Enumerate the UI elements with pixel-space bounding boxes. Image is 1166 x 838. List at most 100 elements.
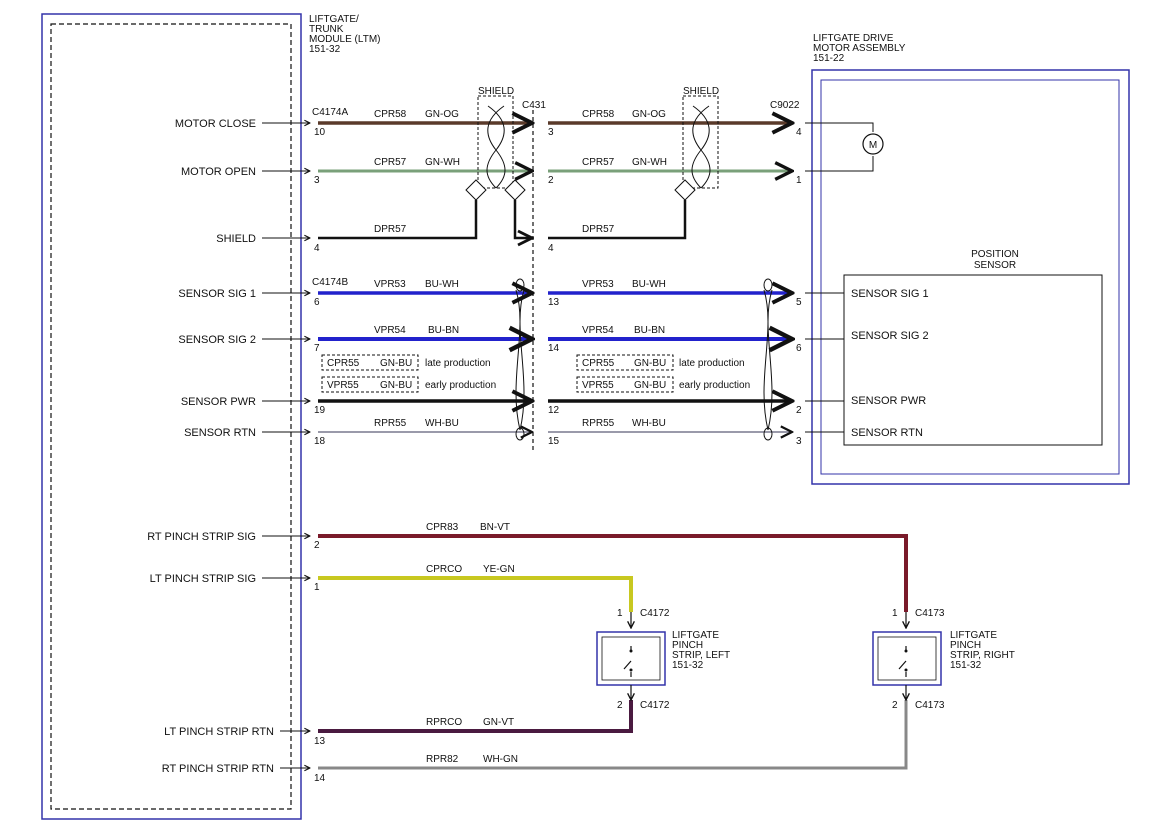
pin-label: 2 bbox=[617, 700, 623, 711]
wire-color: BU-BN bbox=[634, 325, 665, 336]
wire-circuit: RPRCO bbox=[426, 717, 462, 728]
signal-motor-open: MOTOR OPEN bbox=[181, 166, 256, 178]
connector-c4174b: C4174B bbox=[312, 277, 348, 288]
variant-note: late production bbox=[679, 358, 745, 369]
ltm-title-1: LIFTGATE/ bbox=[309, 14, 359, 25]
label-stubs bbox=[262, 123, 310, 768]
ltm-module: LIFTGATE/ TRUNK MODULE (LTM) 151-32 bbox=[41, 13, 380, 820]
variant-circuit: CPR55 bbox=[582, 358, 615, 369]
pinch-right-title-4: 151-32 bbox=[950, 660, 982, 671]
variant-note: early production bbox=[679, 380, 750, 391]
pin-label: 2 bbox=[314, 540, 320, 551]
wire-color: YE-GN bbox=[483, 564, 515, 575]
wire-circuit: DPR57 bbox=[374, 224, 407, 235]
pin-label: 1 bbox=[617, 608, 623, 619]
connector-c4173-top: C4173 bbox=[915, 608, 945, 619]
pwr-variants-right: CPR55 GN-BU late production VPR55 GN-BU … bbox=[576, 354, 750, 393]
wire-circuit: RPR82 bbox=[426, 754, 459, 765]
wire-color: WH-GN bbox=[483, 754, 518, 765]
pin-label: 15 bbox=[548, 436, 560, 447]
shield-right: SHIELD bbox=[674, 86, 719, 201]
pin-label: 19 bbox=[314, 405, 326, 416]
wire-labels-right: CPR58 GN-OG CPR57 GN-WH DPR57 VPR53 BU-W… bbox=[582, 109, 667, 429]
motor-title-3: 151-22 bbox=[813, 53, 845, 64]
pwr-variants-left: CPR55 GN-BU late production VPR55 GN-BU … bbox=[321, 354, 496, 393]
pinch-wire-labels: CPR83 BN-VT CPRCO YE-GN RPRCO GN-VT RPR8… bbox=[426, 522, 518, 765]
variant-circuit: VPR55 bbox=[327, 380, 359, 391]
pinch-right-title-1: LIFTGATE bbox=[950, 630, 997, 641]
variant-circuit: VPR55 bbox=[582, 380, 614, 391]
ltm-title-3: MODULE (LTM) bbox=[309, 34, 380, 45]
connector-c431-group: C431 3 2 4 13 14 12 15 bbox=[522, 100, 560, 450]
variant-note: early production bbox=[425, 380, 496, 391]
wire-circuit: CPR83 bbox=[426, 522, 459, 533]
pinch-left-title-1: LIFTGATE bbox=[672, 630, 719, 641]
pin-label: 14 bbox=[548, 343, 560, 354]
connector-c4172-top: C4172 bbox=[640, 608, 670, 619]
wire-circuit: VPR53 bbox=[582, 279, 614, 290]
sensor-pin-label: SENSOR SIG 2 bbox=[851, 330, 929, 342]
pin-label: 10 bbox=[314, 127, 326, 138]
pin-label: 6 bbox=[796, 343, 802, 354]
pin-label: 3 bbox=[548, 127, 554, 138]
pin-label: 1 bbox=[314, 582, 320, 593]
variant-color: GN-BU bbox=[634, 380, 666, 391]
shield-label: SHIELD bbox=[478, 86, 514, 97]
motor-title-1: LIFTGATE DRIVE bbox=[813, 33, 894, 44]
wire-circuit: RPR55 bbox=[374, 418, 407, 429]
pin-label: 2 bbox=[548, 175, 554, 186]
pinch-right-title-3: STRIP, RIGHT bbox=[950, 650, 1015, 661]
wire-color: BU-WH bbox=[632, 279, 666, 290]
wire-color: WH-BU bbox=[632, 418, 666, 429]
pin-label: 1 bbox=[892, 608, 898, 619]
pin-label: 14 bbox=[314, 773, 326, 784]
switch-icon bbox=[623, 646, 632, 677]
signal-rt-pinch-sig: RT PINCH STRIP SIG bbox=[147, 531, 256, 543]
pin-label: 3 bbox=[796, 436, 802, 447]
pinch-left-title-4: 151-32 bbox=[672, 660, 704, 671]
sensor-pin-label: SENSOR RTN bbox=[851, 427, 923, 439]
wire-circuit: RPR55 bbox=[582, 418, 615, 429]
ltm-title-2: TRUNK bbox=[309, 24, 344, 35]
shield-left: SHIELD bbox=[465, 86, 526, 201]
wire-color: GN-WH bbox=[632, 157, 667, 168]
sensor-pin-label: SENSOR PWR bbox=[851, 395, 926, 407]
connector-c9022-group: C9022 4 1 5 6 2 3 bbox=[770, 100, 802, 447]
signal-sensor-sig1: SENSOR SIG 1 bbox=[178, 288, 256, 300]
variant-circuit: CPR55 bbox=[327, 358, 360, 369]
signal-lt-pinch-sig: LT PINCH STRIP SIG bbox=[150, 573, 256, 585]
wire-circuit: CPR58 bbox=[374, 109, 407, 120]
connector-c4174a: C4174A bbox=[312, 107, 348, 118]
twist-left-sensor bbox=[515, 278, 525, 441]
signal-lt-pinch-rtn: LT PINCH STRIP RTN bbox=[164, 726, 274, 738]
pin-label: 2 bbox=[892, 700, 898, 711]
pinch-strip-left: 1 C4172 2 C4172 LIFTGATE PINCH STRIP, LE… bbox=[596, 608, 730, 711]
pinch-strip-right: 1 C4173 2 C4173 LIFTGATE PINCH STRIP, RI… bbox=[872, 608, 1015, 711]
ltm-pins: 10 3 4 6 7 19 18 2 1 13 14 bbox=[314, 127, 326, 784]
variant-color: GN-BU bbox=[634, 358, 666, 369]
shield-label: SHIELD bbox=[683, 86, 719, 97]
wire-circuit: VPR54 bbox=[374, 325, 406, 336]
pin-label: 6 bbox=[314, 297, 320, 308]
wire-color: BN-VT bbox=[480, 522, 510, 533]
wire-color: GN-VT bbox=[483, 717, 514, 728]
wire-circuit: CPRCO bbox=[426, 564, 462, 575]
wire-circuit: CPR57 bbox=[582, 157, 615, 168]
pin-label: 18 bbox=[314, 436, 326, 447]
wire-color: GN-OG bbox=[425, 109, 459, 120]
pin-label: 3 bbox=[314, 175, 320, 186]
connector-c4172-bottom: C4172 bbox=[640, 700, 670, 711]
twist-right-sensor bbox=[763, 278, 773, 441]
variant-note: late production bbox=[425, 358, 491, 369]
pin-label: 5 bbox=[796, 297, 802, 308]
wires-right-segment bbox=[548, 123, 792, 432]
pin-label: 13 bbox=[314, 736, 326, 747]
signal-sensor-sig2: SENSOR SIG 2 bbox=[178, 334, 256, 346]
signal-motor-close: MOTOR CLOSE bbox=[175, 118, 256, 130]
ltm-title-4: 151-32 bbox=[309, 44, 341, 55]
ltm-signal-labels: MOTOR CLOSE MOTOR OPEN SHIELD SENSOR SIG… bbox=[147, 118, 274, 775]
connector-c431: C431 bbox=[522, 100, 546, 111]
pin-label: 2 bbox=[796, 405, 802, 416]
sensor-pin-label: SENSOR SIG 1 bbox=[851, 288, 929, 300]
